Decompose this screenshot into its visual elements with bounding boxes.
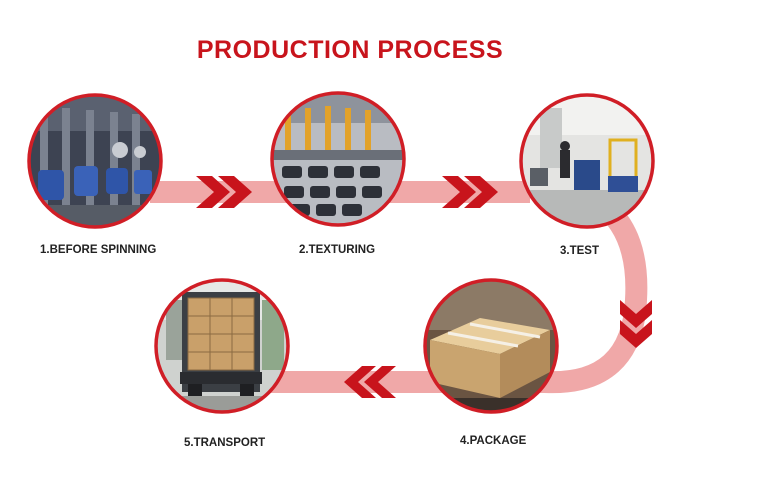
step-label-transport: 5.TRANSPORT — [184, 437, 266, 449]
loaded-truck-photo — [154, 278, 290, 414]
test-lab-photo — [519, 93, 655, 229]
chevron-left-icon — [344, 366, 396, 398]
carton-package-photo — [423, 278, 559, 414]
step-label-before-spinning: 1.BEFORE SPINNING — [40, 244, 157, 256]
chevron-right-icon — [442, 176, 498, 208]
texturing-machine-photo — [270, 91, 406, 227]
chevron-down-icon — [620, 300, 652, 348]
page-title: PRODUCTION PROCESS — [196, 36, 504, 64]
spinning-machine-photo — [27, 93, 163, 229]
step-label-package: 4.PACKAGE — [460, 435, 527, 447]
step-label-texturing: 2.TEXTURING — [299, 244, 376, 256]
chevron-right-icon — [196, 176, 252, 208]
step-label-test: 3.TEST — [560, 245, 599, 257]
